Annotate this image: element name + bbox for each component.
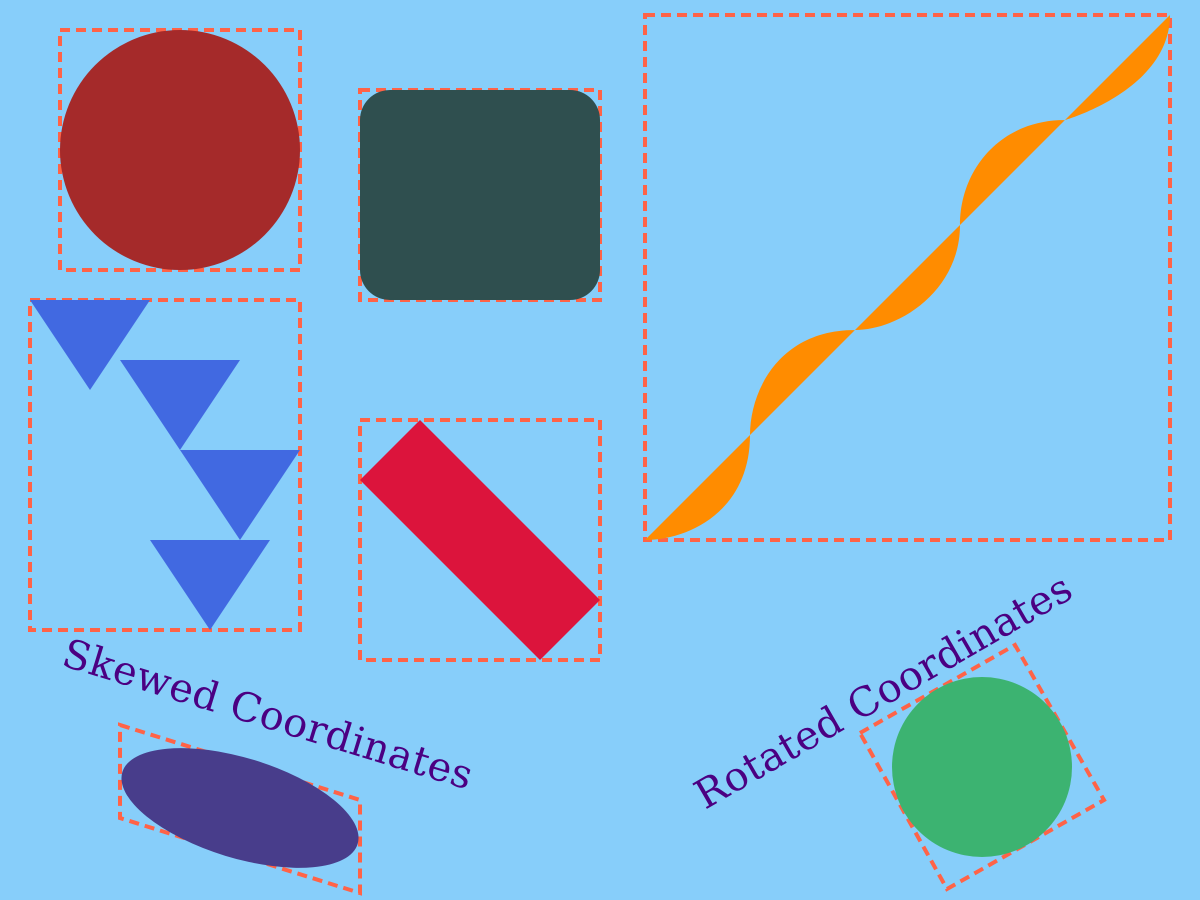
skewed-ellipse [121,748,359,868]
triangle [120,360,240,450]
triangle [30,300,150,390]
green-circle [892,677,1072,857]
wave-group [643,13,1172,542]
wave-shape [645,15,1170,540]
rotated-bar-group [358,418,602,662]
rotated-bar [360,420,600,660]
rotated-frame [857,642,1107,892]
triangle [150,540,270,630]
circle-group [58,28,302,272]
triangle [180,450,300,540]
rounded-rect-group [358,88,602,302]
triangles-frame [28,298,302,632]
wave-frame [643,13,1172,542]
rotated-bar-frame [358,418,602,662]
red-circle [60,30,300,270]
triangles-group [28,298,302,632]
rounded-rectangle [360,90,600,300]
